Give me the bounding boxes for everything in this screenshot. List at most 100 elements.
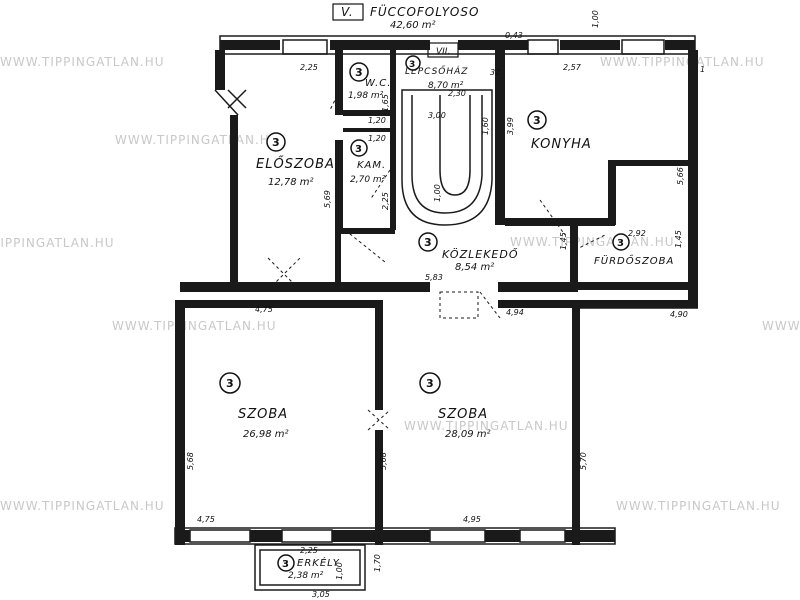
room-konyha: 3 KONYHA: [527, 110, 592, 152]
dimension-label: 2,30: [448, 89, 466, 98]
dimension-label: 1,60: [481, 117, 490, 135]
room-area: 8,54 m²: [455, 262, 494, 273]
room-badge-number: 3: [355, 66, 363, 79]
dimension-label: 3,05: [312, 590, 330, 599]
room-badge: [612, 233, 630, 251]
room-name: ERKÉLY: [297, 556, 340, 569]
watermark: WWW.TIPPINGATLAN.HU: [0, 499, 165, 513]
watermark: WWW.TIPPINGATLAN.HU: [616, 499, 781, 513]
section-label: V.: [341, 5, 354, 19]
watermark: WWW.TIPPINGATLAN.HU: [762, 319, 800, 333]
dimension-label: 1,70: [373, 554, 382, 572]
dimension-label: 2,57: [563, 63, 582, 72]
dimension-label: 32: [490, 68, 500, 77]
dimensions: 1,00 0,43 2,25 2,57 1 1,20 1,20 1,65 2,3…: [186, 10, 705, 599]
room-area: 2,70 m²: [350, 175, 386, 185]
dimension-label: 5,66: [676, 167, 685, 185]
room-kozlekedo: 3 KÖZLEKEDŐ 8,54 m²: [418, 232, 518, 273]
dimension-label: 1,00: [433, 184, 442, 202]
room-badge: [527, 110, 547, 130]
watermark: WWW.TIPPINGATLAN.HU: [112, 319, 277, 333]
room-badge-number: 3: [617, 238, 624, 249]
dimension-label: 5,70: [579, 452, 588, 470]
room-badge-number: 3: [409, 60, 415, 70]
room-badge-number: 3: [424, 236, 432, 249]
dimension-label: 1,45: [674, 230, 683, 248]
room-badge-number: 3: [272, 136, 280, 149]
watermark: WWW.TIPPINGATLAN.HU: [0, 236, 115, 250]
dimension-label: 3,00: [428, 111, 446, 120]
watermark: WWW.TIPPINGATLAN.HU: [115, 133, 280, 147]
room-area: 26,98 m²: [243, 429, 289, 440]
room-badge: [350, 139, 368, 157]
room-name: LÉPCSŐHÁZ: [405, 65, 468, 77]
header: V. FÜCCOFOLYOSO 42,60 m² VII.: [332, 3, 479, 58]
dimension-label: 3,99: [506, 117, 515, 135]
room-name: FÜRDŐSZOBA: [594, 253, 674, 267]
watermark: WWW.TIPPINGATLAN.HU: [0, 55, 165, 69]
dimension-label: 5,83: [425, 273, 443, 282]
dimension-label: 1: [700, 65, 705, 74]
room-name: W.C.: [365, 78, 391, 89]
corridor-area: 42,60 m²: [390, 20, 436, 31]
room-area: 1,98 m²: [348, 91, 384, 101]
room-name: SZOBA: [438, 407, 488, 422]
room-badge-number: 3: [355, 144, 362, 155]
room-wc: 3 W.C. 1,98 m²: [348, 62, 391, 101]
room-name: KÖZLEKEDŐ: [442, 247, 518, 261]
dimension-label: 1,20: [368, 116, 386, 125]
dimension-label: 4,95: [463, 515, 481, 524]
watermark: WWW.TIPPINGATLAN.HU: [600, 55, 765, 69]
room-area: 8,70 m²: [428, 81, 464, 91]
dimension-label: 1,65: [381, 94, 390, 112]
dimension-label: 2,25: [300, 546, 318, 555]
dimension-label: 1,00: [591, 10, 600, 28]
stair-label: VII.: [436, 47, 450, 57]
dimension-label: 2,25: [300, 63, 318, 72]
dimension-label: 4,75: [255, 305, 273, 314]
dimension-label: 1,20: [368, 134, 386, 143]
room-erkely: 3 ERKÉLY 2,38 m²: [277, 554, 340, 581]
room-badge: [349, 62, 369, 82]
dimension-label: 2,25: [381, 192, 390, 210]
room-badge: [277, 554, 295, 572]
dimension-label: 2,92: [628, 229, 646, 238]
room-area: 28,09 m²: [445, 429, 491, 440]
room-area: 12,78 m²: [268, 177, 314, 188]
dimension-label: 5,68: [379, 452, 388, 470]
room-badge: [418, 232, 438, 252]
room-name: KONYHA: [531, 137, 592, 152]
dimension-label: 4,90: [670, 310, 688, 319]
room-lepcsohaz: LÉPCSŐHÁZ 8,70 m² 3: [405, 55, 468, 91]
room-badge: [405, 55, 421, 71]
doors: [267, 89, 606, 431]
watermark-group: WWW.TIPPINGATLAN.HU WWW.TIPPINGATLAN.HU …: [0, 55, 800, 513]
corridor-name: FÜCCOFOLYOSO: [370, 3, 479, 19]
section-box: [332, 3, 364, 21]
room-eloszoba: 3 ELŐSZOBA 12,78 m²: [256, 132, 334, 188]
dimension-label: 4,94: [506, 308, 524, 317]
room-badge-number: 3: [226, 377, 234, 390]
room-name: KAM.: [357, 160, 386, 171]
dimension-label: 5,68: [186, 452, 195, 470]
room-szoba-2: 3 SZOBA 28,09 m²: [419, 372, 491, 440]
room-badge: [219, 372, 241, 394]
room-badge-number: 3: [282, 559, 289, 570]
room-badge: [419, 372, 441, 394]
room-badge-number: 3: [533, 114, 541, 127]
room-area: 2,38 m²: [288, 571, 324, 581]
room-furdoszoba: 3 FÜRDŐSZOBA: [594, 233, 674, 267]
room-szoba-1: 3 SZOBA 26,98 m²: [219, 372, 289, 440]
room-badge: [266, 132, 286, 152]
dimension-label: 5,69: [323, 190, 332, 208]
dimension-label: 4,75: [197, 515, 215, 524]
room-kamra: 3 KAM. 2,70 m²: [350, 139, 386, 185]
room-name: SZOBA: [238, 407, 288, 422]
room-badge-number: 3: [426, 377, 434, 390]
dimension-label: 1,45: [559, 232, 568, 250]
dimension-label: 1,00: [335, 562, 344, 580]
watermark: WWW.TIPPINGATLAN.HU: [404, 419, 569, 433]
watermark: WWW.TIPPINGATLAN.HU: [510, 235, 675, 249]
dimension-label: 0,43: [505, 31, 523, 40]
